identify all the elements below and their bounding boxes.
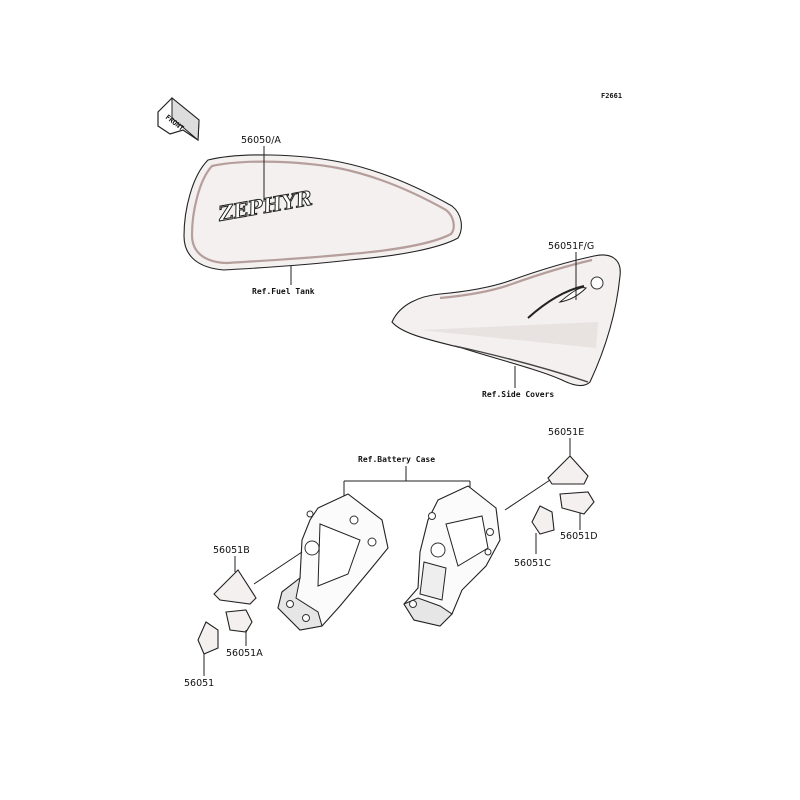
leader-56051b-to-case: [253, 551, 303, 585]
battery-case-right: [403, 485, 501, 627]
ref-fuel-tank: Ref.Fuel Tank: [252, 287, 315, 296]
ref-side-covers: Ref.Side Covers: [482, 389, 554, 399]
label-56051c: 56051C: [514, 558, 551, 569]
label-56051fg: 56051F/G: [548, 241, 594, 252]
label-56051: 56051: [184, 678, 214, 689]
fuel-tank-decal: ZEPHYR: [183, 154, 462, 271]
front-arrow-icon: FRONT: [157, 96, 200, 142]
leader-56051e-to-case: [504, 479, 551, 511]
label-56051b: 56051B: [213, 545, 250, 556]
decal-56051d: [559, 491, 595, 515]
ref-battery-case: Ref.Battery Case: [358, 455, 435, 464]
decal-56051a: [225, 609, 253, 633]
decal-56051: [197, 621, 219, 655]
label-56051d: 56051D: [560, 531, 598, 542]
decal-56051c: [531, 505, 555, 535]
battery-case-left: [277, 493, 389, 631]
figure-code: F2661: [601, 92, 622, 100]
decal-56051e: [547, 455, 589, 485]
label-56051a: 56051A: [226, 648, 263, 659]
label-56051e: 56051E: [548, 427, 584, 438]
side-cover-decal: [391, 254, 621, 387]
label-56050: 56050/A: [241, 135, 281, 146]
decal-56051b: [213, 569, 257, 605]
